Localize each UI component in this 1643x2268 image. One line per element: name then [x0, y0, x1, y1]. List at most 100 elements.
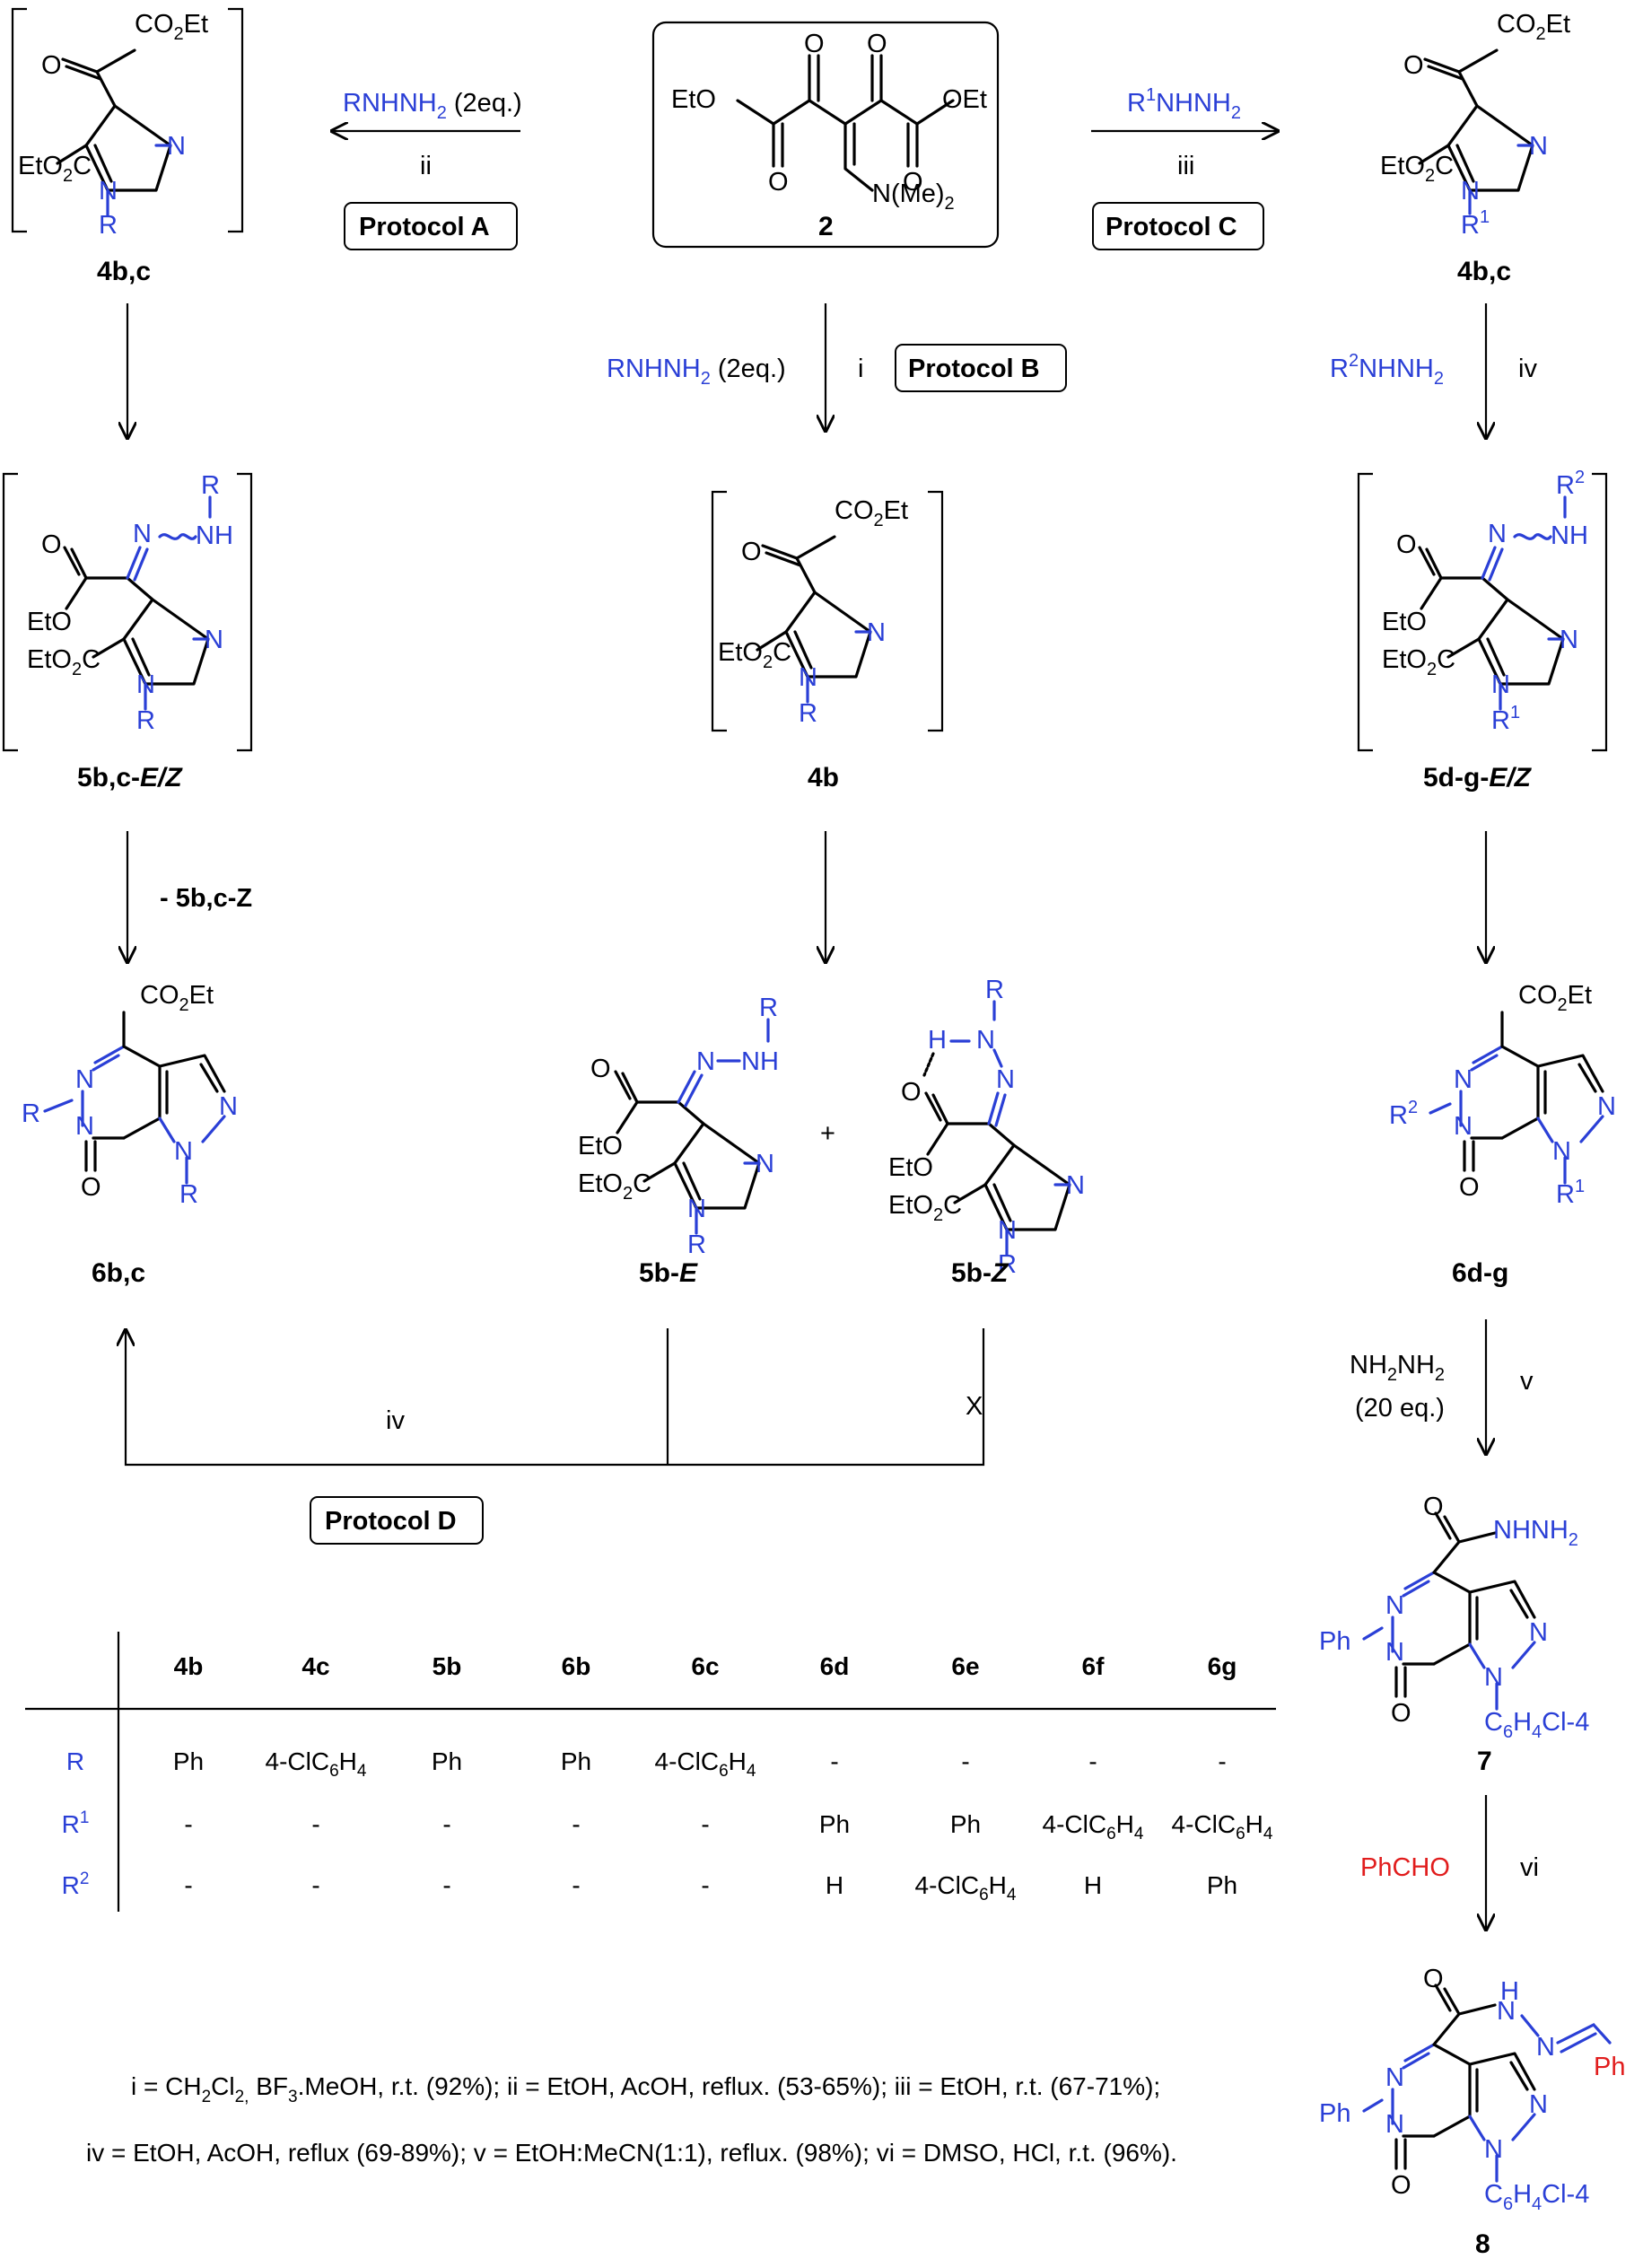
conditions-line-1: i = CH2Cl2, BF3.MeOH, r.t. (92%); ii = E…	[131, 2072, 1160, 2106]
c7-n-ring2: N	[1385, 1638, 1404, 1667]
center-o1: O	[804, 30, 825, 58]
table-header-6f: 6f	[1082, 1652, 1106, 1680]
table-cell-2-6e: Ph	[950, 1810, 981, 1838]
c8-n-ring1: N	[1385, 2063, 1404, 2092]
table-cell-2-6b: -	[572, 1810, 580, 1838]
table-cell-3-5b: -	[442, 1871, 450, 1899]
table-header-5b: 5b	[433, 1652, 462, 1680]
protocol-b-box	[895, 344, 1067, 392]
table-cell-1-6g: -	[1218, 1747, 1226, 1775]
table-cell-2-6c: -	[701, 1810, 709, 1838]
c4b-n1: N	[799, 663, 817, 692]
c6dg-co2et: CO2Et	[1518, 981, 1592, 1015]
c5dg-r1: R1	[1491, 703, 1520, 735]
compound-7: O NHNH2 N N Ph O N N C6H4Cl-4 7	[1319, 1493, 1589, 1776]
table-cell-3-6e: 4-ClC6H4	[915, 1871, 1017, 1905]
table-cell-3-4c: -	[311, 1871, 319, 1899]
conditions-line-2: iv = EtOH, AcOH, reflux (69-89%); v = Et…	[86, 2139, 1177, 2167]
table-cell-3-6b: -	[572, 1871, 580, 1899]
c6dg-r1: R1	[1556, 1177, 1585, 1209]
table-header-6d: 6d	[820, 1652, 850, 1680]
table-cell-1-6e: -	[961, 1747, 969, 1775]
c5bE-n2: N	[756, 1150, 774, 1178]
compound-4bc-left-label: 4b,c	[97, 257, 151, 286]
c5bE-eto: EtO	[578, 1132, 623, 1160]
table-cell-1-4c: 4-ClC6H4	[266, 1747, 367, 1781]
compound-4bc-left: CO2Et O EtO2C N N R 4b,c	[11, 7, 244, 286]
c8-n-pyr1: N	[1529, 2090, 1548, 2119]
compound-7-label: 7	[1477, 1747, 1492, 1776]
arrow-right-iv-reagent: R2NHNH2	[1330, 351, 1444, 389]
c7-c6h4cl: C6H4Cl-4	[1484, 1708, 1589, 1742]
c6bc-r-left: R	[22, 1099, 40, 1128]
c5bE-r-top: R	[759, 994, 778, 1022]
arrow-protocol-b: RNHNH2 (2eq.) i Protocol B	[607, 303, 1067, 431]
arrow-a-step: ii	[420, 152, 432, 180]
compound-5bc: O EtO N NH R EtO2C N N R 5b,c-E/Z	[2, 471, 253, 792]
c5dg-n1: N	[1491, 670, 1510, 699]
c5bZ-eto2c: EtO2C	[888, 1191, 962, 1225]
compound-6bc-label: 6b,c	[92, 1258, 145, 1288]
c5bE-n1: N	[687, 1195, 706, 1223]
c5bE-n-imine: N	[696, 1047, 715, 1076]
compound-5dg: O EtO N NH R2 EtO2C N N R1 5d-g-E/Z	[1357, 468, 1608, 792]
c6dg-n-pyr1: N	[1597, 1092, 1616, 1121]
c6bc-o: O	[81, 1173, 101, 1202]
c7-ph: Ph	[1319, 1627, 1350, 1656]
arrow-right-iv-step: iv	[1518, 355, 1537, 383]
table-cell-2-6d: Ph	[819, 1810, 850, 1838]
center-eto: EtO	[671, 85, 716, 114]
table-cell-1-6c: 4-ClC6H4	[655, 1747, 756, 1781]
compound-4b-label: 4b	[808, 763, 839, 792]
arrow-v-amount: (20 eq.)	[1355, 1394, 1445, 1423]
c8-o-top: O	[1423, 1965, 1444, 1993]
compound-5bE: O EtO N NH R EtO2C N N R 5b-E	[578, 994, 779, 1288]
table-header-6b: 6b	[562, 1652, 591, 1680]
center-o3: O	[768, 168, 789, 197]
compound-4b-center: CO2Et O EtO2C N N R 4b	[711, 490, 944, 792]
center-o4: O	[903, 168, 923, 197]
c4b-o: O	[741, 538, 762, 566]
c6dg-n-ring1: N	[1454, 1065, 1473, 1094]
table-cell-3-6d: H	[826, 1871, 843, 1899]
c4bc-left-n2: N	[167, 132, 186, 161]
c5dg-r2: R2	[1556, 468, 1585, 500]
c5bZ-n1: N	[998, 1216, 1017, 1245]
compound-6bc: CO2Et N N R O N N R 6b,c	[22, 981, 238, 1288]
c7-n-ring1: N	[1385, 1591, 1404, 1620]
c6dg-r2: R2	[1389, 1098, 1418, 1130]
arrow-right-vi: PhCHO vi	[1360, 1795, 1539, 1930]
arrow-left-down-2-label: - 5b,c-Z	[160, 884, 252, 913]
table-cell-2-6f: 4-ClC6H4	[1043, 1810, 1144, 1843]
protocol-c-label: Protocol C	[1106, 213, 1237, 241]
protocol-d-cross: X	[966, 1392, 983, 1421]
c7-o-top: O	[1423, 1493, 1444, 1521]
compound-8-label: 8	[1475, 2229, 1490, 2259]
c6bc-n-pyr1: N	[219, 1092, 238, 1121]
c5bc-nh: NH	[196, 521, 233, 550]
c5bc-n-imine: N	[133, 520, 152, 548]
c4bc-left-co2et: CO2Et	[135, 10, 208, 44]
arrow-protocol-a: RNHNH2 (2eq.) ii Protocol A	[332, 89, 522, 250]
table-cell-2-4c: -	[311, 1810, 319, 1838]
protocol-d-box	[310, 1496, 484, 1545]
table-cell-3-4b: -	[184, 1871, 192, 1899]
c4bc-left-n1: N	[99, 177, 118, 206]
table-cell-3-6g: Ph	[1207, 1871, 1237, 1899]
c4bc-right-n2: N	[1529, 132, 1548, 161]
c8-n-ring2: N	[1385, 2110, 1404, 2139]
c5bE-nh: NH	[741, 1047, 779, 1076]
table-header-6c: 6c	[691, 1652, 719, 1680]
table-cell-1-6d: -	[830, 1747, 838, 1775]
c7-n-pyr2: N	[1484, 1663, 1503, 1692]
table-cell-1-6b: Ph	[561, 1747, 591, 1775]
table-header-4c: 4c	[302, 1652, 329, 1680]
protocol-a-box	[344, 202, 518, 250]
c8-n-pyr2: N	[1484, 2135, 1503, 2164]
c4bc-right-n1: N	[1461, 177, 1480, 206]
c5bc-n2: N	[205, 626, 223, 654]
c5bZ-n-top: N	[976, 1026, 995, 1055]
table-cell-2-6g: 4-ClC6H4	[1172, 1810, 1273, 1843]
c5dg-n2: N	[1560, 626, 1578, 654]
